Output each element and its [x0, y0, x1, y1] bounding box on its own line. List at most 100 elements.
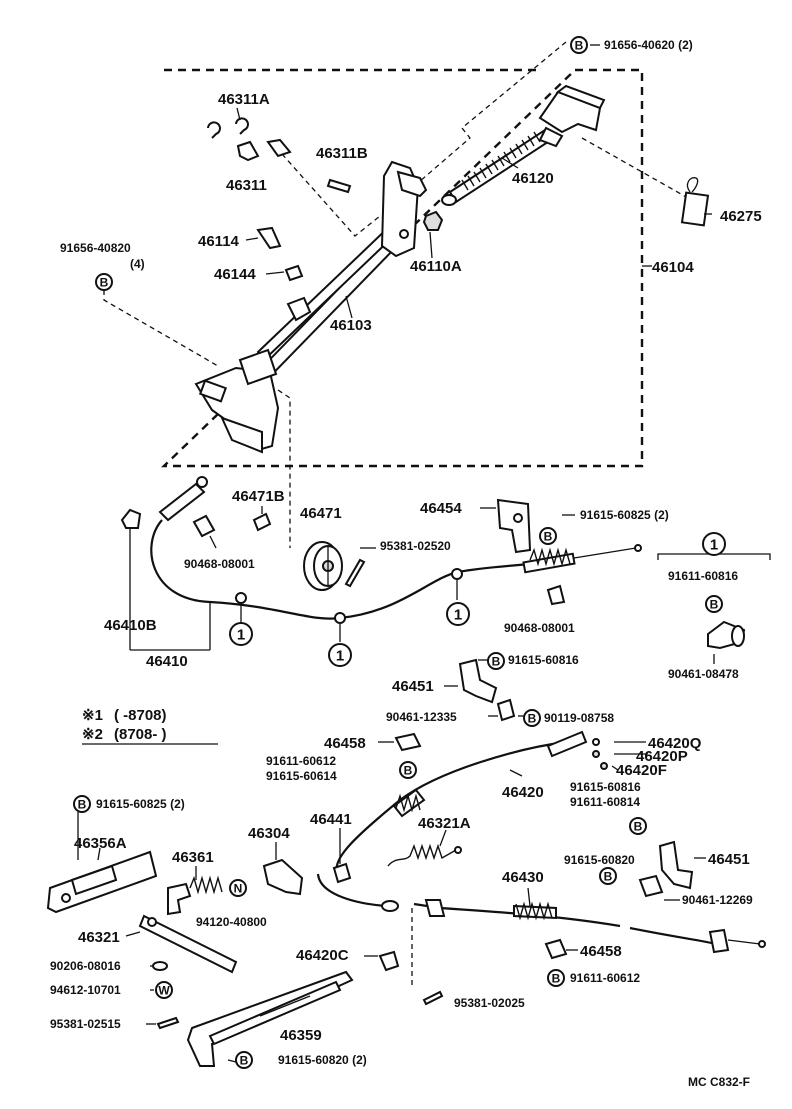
svg-text:B: B — [240, 1054, 249, 1068]
label-46275: 46275 — [720, 208, 762, 225]
label-46471B: 46471B — [232, 488, 285, 505]
b-marker: B — [539, 527, 557, 545]
label-91615-60825: 91615-60825 (2) — [580, 508, 669, 522]
label-46103: 46103 — [330, 317, 372, 334]
label-91615-60816: 91615-60816 — [570, 780, 641, 794]
label-46420P: 46420P — [636, 748, 688, 765]
svg-text:N: N — [234, 882, 243, 896]
label-46430: 46430 — [502, 869, 544, 886]
label-90461-12269: 90461-12269 — [682, 893, 753, 907]
svg-text:B: B — [604, 870, 613, 884]
label-46458: 46458 — [324, 735, 366, 752]
svg-text:W: W — [158, 984, 170, 998]
legend-mark-1: ※1 — [82, 707, 103, 724]
label-91611-60814: 91611-60814 — [570, 795, 640, 809]
circle-1-marker: 1 — [229, 622, 253, 646]
svg-text:B: B — [78, 798, 87, 812]
label-46359: 46359 — [280, 1027, 322, 1044]
label-91656-40820-qty: (4) — [130, 257, 145, 271]
b-marker: B — [599, 867, 617, 885]
label-46451: 46451 — [708, 851, 750, 868]
label-46110A: 46110A — [410, 258, 462, 275]
assembly-boundary-box — [161, 68, 644, 468]
w-marker: W — [155, 981, 173, 999]
svg-text:B: B — [544, 530, 553, 544]
svg-text:B: B — [404, 764, 413, 778]
label-46120: 46120 — [512, 170, 554, 187]
b-marker: B — [523, 709, 541, 727]
label-46114: 46114 — [198, 233, 240, 250]
label-91611-60816: 91611-60816 — [668, 569, 738, 583]
label-46420C: 46420C — [296, 947, 349, 964]
label-90206-08016: 90206-08016 — [50, 959, 121, 973]
label-95381-02025: 95381-02025 — [454, 996, 525, 1010]
svg-text:B: B — [575, 39, 584, 53]
label-90119-08758: 90119-08758 — [544, 711, 614, 725]
legend-text-2: (8708- ) — [114, 726, 167, 743]
label-46410: 46410 — [146, 653, 188, 670]
label-46311: 46311 — [226, 177, 267, 194]
b-marker: B — [487, 652, 505, 670]
label-46356A: 46356A — [74, 835, 127, 852]
cable-46430 — [413, 887, 766, 954]
label-46420F: 46420F — [616, 762, 667, 779]
label-91615-60816: 91615-60816 — [508, 653, 579, 667]
label-91656-40820: 91656-40820 — [60, 241, 131, 255]
label-91615-60614: 91615-60614 — [266, 769, 337, 783]
label-91615-60825: 91615-60825 (2) — [96, 797, 185, 811]
label-46321: 46321 — [78, 929, 120, 946]
label-46420Q: 46420Q — [648, 735, 702, 752]
circle-1-marker: 1 — [328, 643, 352, 667]
n-marker: N — [229, 879, 247, 897]
legend-mark-2: ※2 — [82, 726, 103, 743]
label-46321A: 46321A — [418, 815, 471, 832]
b-marker: B — [95, 273, 113, 291]
label-46410B: 46410B — [104, 617, 157, 634]
label-46361: 46361 — [172, 849, 214, 866]
circle-1-marker: 1 — [446, 602, 470, 626]
legend-text-1: ( -8708) — [114, 707, 167, 724]
label-46311B: 46311B — [316, 145, 368, 162]
label-91656-40620: 91656-40620 (2) — [604, 38, 693, 52]
label-91615-60820: 91615-60820 (2) — [278, 1053, 367, 1067]
label-90468-08001: 90468-08001 — [184, 557, 255, 571]
svg-text:B: B — [528, 712, 537, 726]
label-46304: 46304 — [248, 825, 290, 842]
label-94612-10701: 94612-10701 — [50, 983, 121, 997]
b-marker: B — [570, 36, 588, 54]
lever-assembly-46104 — [194, 84, 710, 454]
label-46471: 46471 — [300, 505, 342, 522]
label-46311A: 46311A — [218, 91, 270, 108]
label-90468-08001: 90468-08001 — [504, 621, 575, 635]
b-marker: B — [705, 595, 723, 613]
label-91615-60820: 91615-60820 — [564, 853, 635, 867]
figure-code: MC C832-F — [688, 1075, 750, 1089]
b-marker: B — [73, 795, 91, 813]
svg-text:1: 1 — [710, 537, 718, 554]
svg-text:1: 1 — [237, 627, 245, 644]
svg-text:1: 1 — [336, 648, 344, 665]
label-90461-08478: 90461-08478 — [668, 667, 739, 681]
cable-46420 — [335, 730, 648, 875]
svg-text:B: B — [710, 598, 719, 612]
circle-1-marker: 1 — [702, 532, 726, 556]
cable-46441 — [316, 828, 399, 912]
label-46441: 46441 — [310, 811, 352, 828]
b-marker: B — [629, 817, 647, 835]
label-91611-60612: 91611-60612 — [266, 754, 336, 768]
label-90461-12335: 90461-12335 — [386, 710, 457, 724]
b-marker: B — [399, 761, 417, 779]
label-94120-40800: 94120-40800 — [196, 915, 267, 929]
b-marker: B — [235, 1051, 253, 1069]
label-46420: 46420 — [502, 784, 544, 801]
svg-text:B: B — [552, 972, 561, 986]
svg-text:B: B — [100, 276, 109, 290]
label-95381-02515: 95381-02515 — [50, 1017, 121, 1031]
pulley-46471 — [303, 541, 343, 591]
label-46144: 46144 — [214, 266, 256, 283]
label-91611-60612: 91611-60612 — [570, 971, 640, 985]
svg-text:B: B — [634, 820, 643, 834]
label-46104: 46104 — [652, 259, 694, 276]
